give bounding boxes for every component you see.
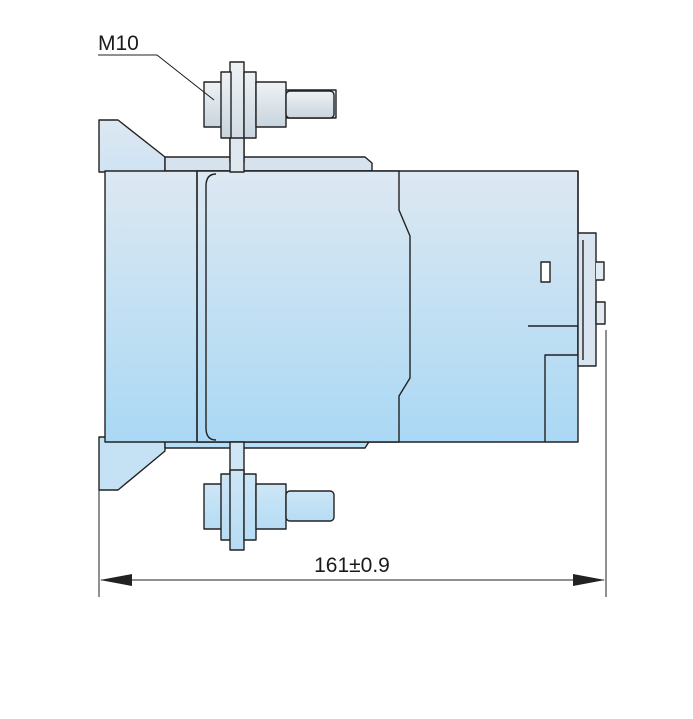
right-end-plate xyxy=(577,171,597,367)
front-cover xyxy=(196,170,411,443)
callout-leader-line xyxy=(98,54,215,101)
bottom-stud-end xyxy=(285,490,335,522)
top-washer-right xyxy=(243,71,257,139)
right-side-pin xyxy=(595,301,606,325)
bottom-washer-right xyxy=(243,473,257,541)
dimension-arrow-right xyxy=(573,574,605,586)
bottom-terminal-plate xyxy=(229,469,245,551)
indicator-slot xyxy=(540,261,551,283)
left-mounting-flange-top xyxy=(98,119,166,173)
top-stud-end xyxy=(285,90,335,119)
dimension-arrow-left xyxy=(100,574,132,586)
top-stem xyxy=(229,137,245,173)
thread-callout-label: M10 xyxy=(98,32,139,55)
width-dimension-label: 161±0.9 xyxy=(314,554,390,577)
top-nut-right xyxy=(255,81,287,128)
bottom-nut-right xyxy=(255,483,287,530)
top-washer-left xyxy=(220,71,232,139)
left-mounting-flange-bottom xyxy=(98,436,166,491)
front-cover-inner-outline xyxy=(205,173,217,441)
top-rail xyxy=(164,156,373,172)
